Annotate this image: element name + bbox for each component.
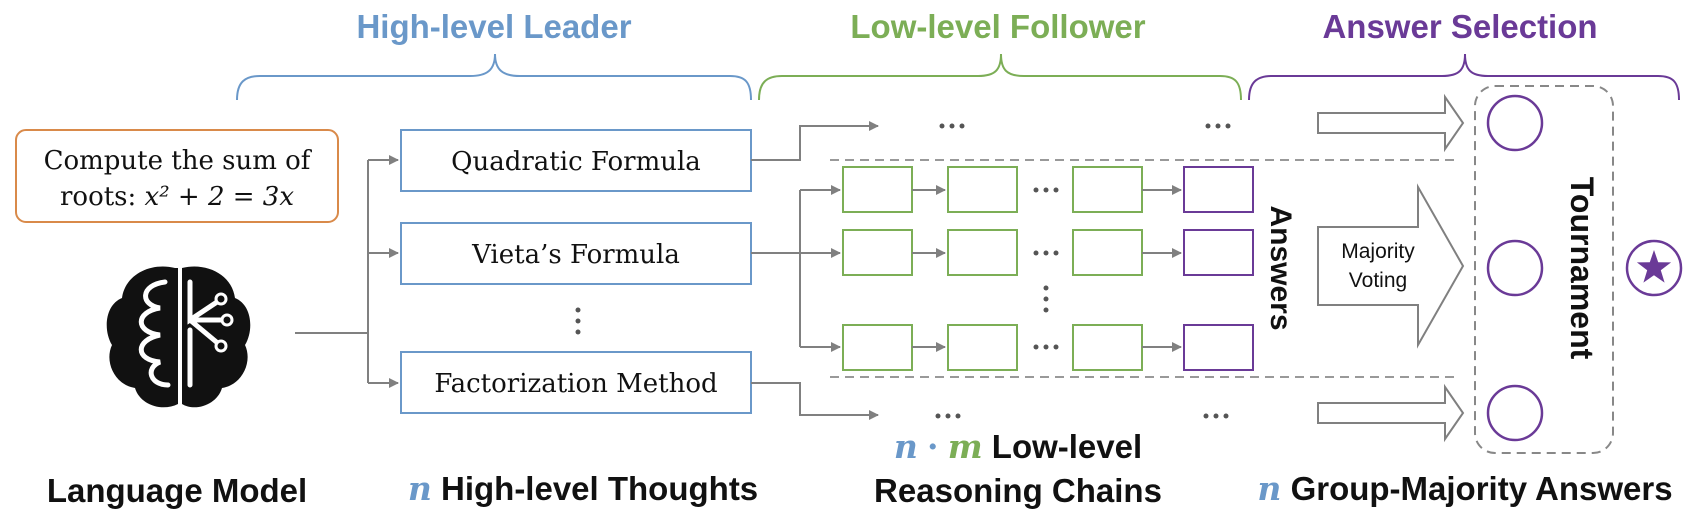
answers-label: Answers xyxy=(1264,205,1297,330)
majority-voting-label-line1: Majority xyxy=(1341,240,1415,263)
group-majority-answers-label: n Group-Majority Answers xyxy=(1257,469,1672,508)
chain-ellipsis-vertical xyxy=(1043,285,1049,313)
star-icon xyxy=(1636,250,1672,283)
block-arrow-top xyxy=(1317,93,1465,153)
tournament-box xyxy=(1474,85,1614,454)
brain-icon xyxy=(106,266,251,408)
chain-row xyxy=(842,229,1254,276)
section-title-selection: Answer Selection xyxy=(1322,8,1597,45)
problem-box xyxy=(15,129,339,223)
low-level-chains-label-line1: n · m Low-level xyxy=(894,427,1142,466)
problem-text-line2: roots: x² + 2 = 3x xyxy=(60,182,294,212)
majority-voting-arrow xyxy=(1317,183,1465,349)
section-title-follower: Low-level Follower xyxy=(850,8,1145,45)
chain-row xyxy=(842,324,1254,371)
chain-ellipsis-top xyxy=(939,123,1231,129)
method-label: Factorization Method xyxy=(434,369,717,399)
low-level-chains-label-line2: Reasoning Chains xyxy=(874,472,1162,509)
answer-candidate-circle xyxy=(1486,384,1544,442)
language-model-label: Language Model xyxy=(47,472,307,509)
high-level-thoughts-label: n High-level Thoughts xyxy=(408,469,758,508)
chain-ellipsis-bottom xyxy=(935,413,1229,419)
leader-brace xyxy=(236,53,752,101)
method-label: Vieta’s Formula xyxy=(471,240,680,270)
majority-voting-label-line2: Voting xyxy=(1349,269,1407,292)
method-box-quadratic xyxy=(400,129,752,192)
selection-brace xyxy=(1248,53,1680,101)
answer-candidate-circle xyxy=(1486,239,1544,297)
method-ellipsis xyxy=(575,307,581,335)
problem-text-line1: Compute the sum of xyxy=(44,146,313,176)
method-label: Quadratic Formula xyxy=(451,147,701,177)
answer-candidate-circle xyxy=(1486,94,1544,152)
tournament-label: Tournament xyxy=(1564,177,1600,360)
method-box-vieta xyxy=(400,222,752,285)
block-arrow-bottom xyxy=(1317,383,1465,443)
thought-connectors xyxy=(295,155,399,388)
follower-connectors xyxy=(751,121,879,420)
section-title-leader: High-level Leader xyxy=(356,8,631,45)
chain-row xyxy=(842,166,1254,213)
follower-brace xyxy=(758,53,1242,101)
